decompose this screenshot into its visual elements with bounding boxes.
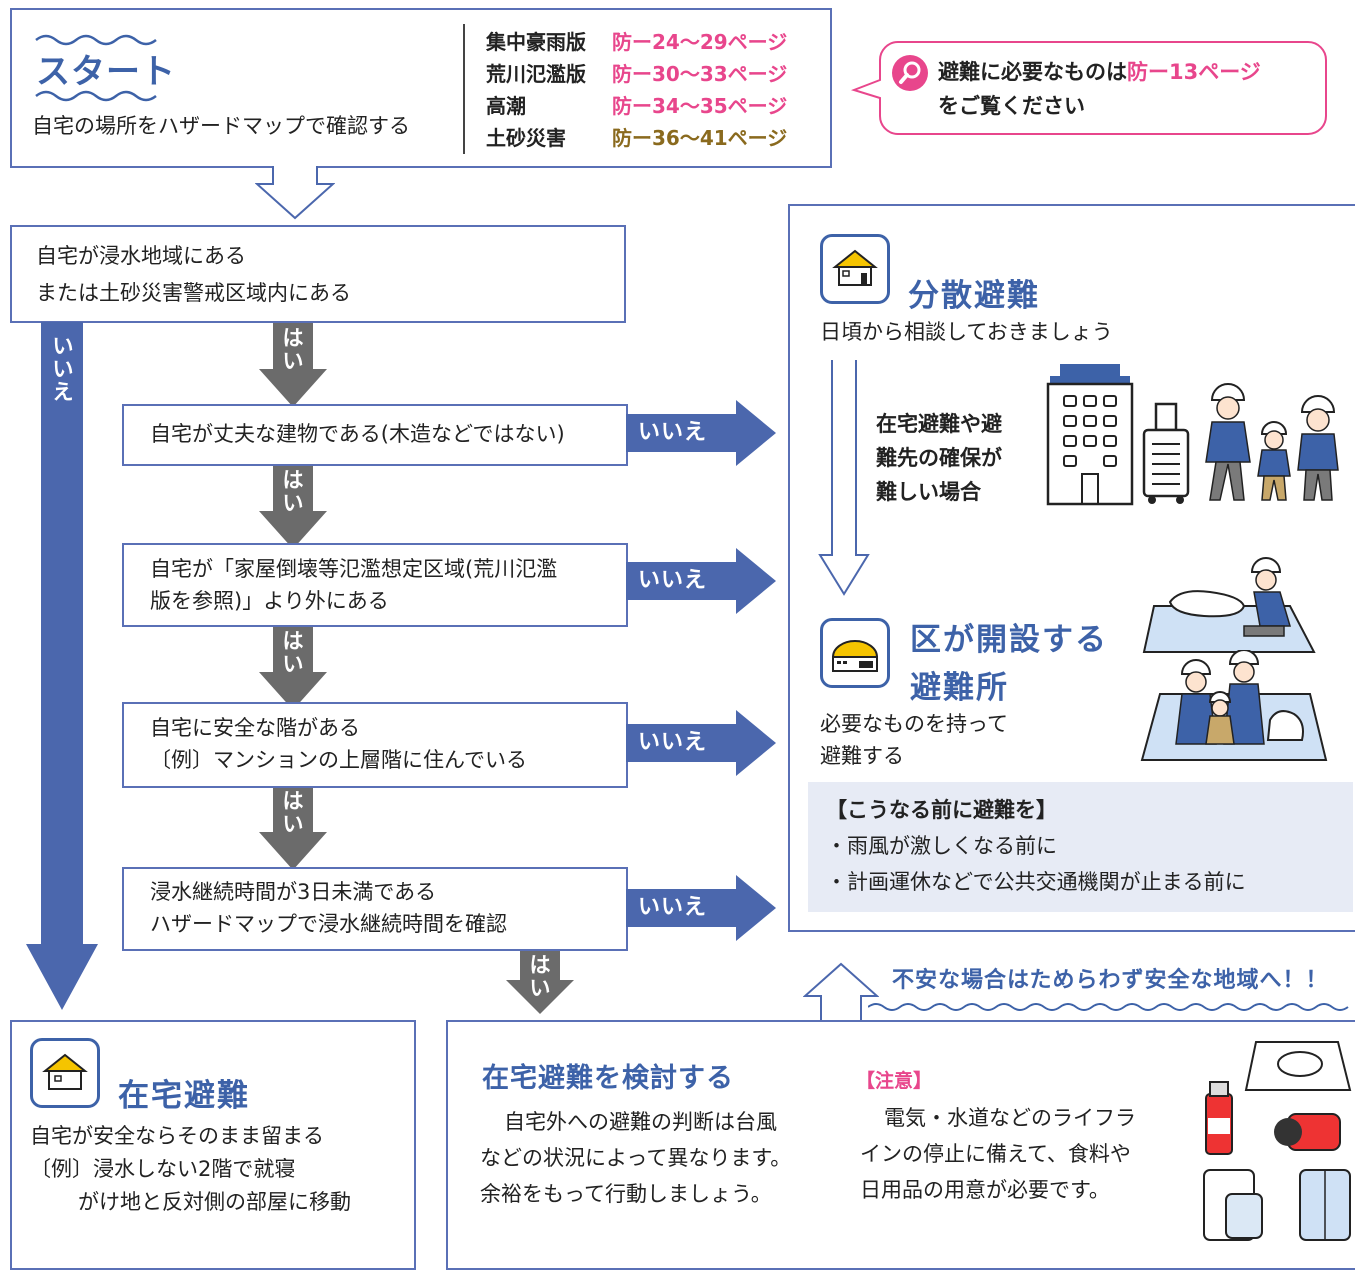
start-wave-decoration <box>35 34 157 102</box>
magnifier-icon <box>892 55 928 91</box>
ref-page-4[interactable]: 防ー36〜41ページ <box>612 126 788 150</box>
home-icon <box>42 1053 88 1090</box>
question-2-box <box>122 404 628 466</box>
yes-label-2: はい <box>282 468 304 515</box>
question-2-line1: 自宅が丈夫な建物である(木造などではない) <box>150 422 565 446</box>
up-arrow-to-dispersed <box>803 962 879 1022</box>
house-icon-box <box>820 234 890 304</box>
yes-arrow-4: はい <box>259 786 327 872</box>
dispersed-down-arrow <box>818 360 870 596</box>
question-1-line2: または土砂災害警戒区域内にある <box>36 281 351 305</box>
difficult-line3: 難しい場合 <box>876 480 981 504</box>
question-3-box <box>122 543 628 627</box>
caution-line3: 日用品の用意が必要です。 <box>860 1178 1110 1202</box>
yes-label-4: はい <box>282 789 304 836</box>
no-label-2: いいえ <box>638 420 708 445</box>
shelter-mat-illustration <box>1142 557 1316 653</box>
yes-label-5: はい <box>529 953 551 1000</box>
no-vertical-label: いいえ <box>50 335 76 404</box>
ref-name-2: 荒川氾濫版 <box>486 62 586 86</box>
before-evacuation-item2: ・計画運休などで公共交通機関が止まる前に <box>826 870 1246 894</box>
question-3-line1: 自宅が「家屋倒壊等氾濫想定区域(荒川氾濫 <box>150 557 558 581</box>
question-4-line2: 〔例〕マンションの上層階に住んでいる <box>150 748 527 772</box>
caution-line2: インの停止に備えて、食料や <box>860 1142 1131 1166</box>
family-illustration <box>1205 383 1339 501</box>
ref-name-3: 高潮 <box>486 94 526 118</box>
before-evacuation-title: 【こうなる前に避難を】 <box>826 798 1057 822</box>
question-5-line2: ハザードマップで浸水継続時間を確認 <box>150 912 507 936</box>
before-evacuation-box <box>808 782 1353 912</box>
home-evacuation-line1: 自宅が安全ならそのまま留まる <box>30 1124 324 1148</box>
shelter-text-line1: 必要なものを持って <box>820 712 1008 736</box>
question-5-box <box>122 867 628 951</box>
no-label-4: いいえ <box>638 730 708 755</box>
dispersed-title: 分散避難 <box>908 278 1040 314</box>
yes-arrow-2: はい <box>259 465 327 551</box>
yes-label-3: はい <box>282 629 304 676</box>
home-icon-box <box>30 1038 100 1108</box>
supplies-illustration <box>1203 1041 1352 1241</box>
home-evacuation-line3: がけ地と反対側の部屋に移動 <box>78 1190 351 1214</box>
callout-page-link[interactable]: 防ー13ページ <box>1127 60 1261 84</box>
home-evacuation-line2: 〔例〕浸水しない2階で就寝 <box>30 1157 296 1181</box>
no-long-arrow <box>26 322 98 1010</box>
callout-line1-text: 避難に必要なものは <box>938 60 1127 84</box>
no-arrow-2: いいえ <box>626 400 776 466</box>
consider-line2: などの状況によって異なります。 <box>480 1146 792 1170</box>
ref-name-4: 土砂災害 <box>486 126 566 150</box>
caution-line1: 電気・水道などのライフラ <box>884 1106 1136 1130</box>
home-evacuation-title: 在宅避難 <box>118 1078 250 1114</box>
ref-page-2[interactable]: 防ー30〜33ページ <box>612 62 788 86</box>
no-arrow-4: いいえ <box>626 710 776 776</box>
yes-arrow-5: はい <box>506 950 574 1036</box>
ref-name-1: 集中豪雨版 <box>486 30 586 54</box>
suitcase-illustration <box>1142 402 1190 504</box>
consider-line1: 自宅外への避難の判断は台風 <box>504 1110 777 1134</box>
no-label-3: いいえ <box>638 568 708 593</box>
start-text: 自宅の場所をハザードマップで確認する <box>32 114 410 138</box>
shelter-text-line2: 避難する <box>820 744 904 768</box>
shelter-title-line2: 避難所 <box>910 670 1009 706</box>
yes-arrow-3: はい <box>259 626 327 712</box>
difficult-line1: 在宅避難や避 <box>876 412 1002 436</box>
question-4-line1: 自宅に安全な階がある <box>150 716 360 740</box>
gymnasium-icon <box>831 640 879 672</box>
building-illustration <box>1046 364 1134 506</box>
question-3-line2: 版を参照)」より外にある <box>150 589 389 613</box>
no-arrow-3: いいえ <box>626 548 776 614</box>
start-box <box>10 8 832 168</box>
safe-area-banner: 不安な場合はためらわず安全な地域へ！！ <box>892 968 1329 993</box>
before-evacuation-item1: ・雨風が激しくなる前に <box>826 834 1057 858</box>
shelter-family-illustration <box>1140 650 1328 761</box>
no-vertical-text: いいえ <box>52 334 74 404</box>
caution-title: 【注意】 <box>856 1070 933 1092</box>
callout-line1: 避難に必要なものは防ー13ページ <box>938 56 1261 86</box>
start-down-arrow <box>255 166 335 220</box>
question-1-box <box>10 225 626 323</box>
question-5-line1: 浸水継続時間が3日未満である <box>150 880 437 904</box>
yes-arrow-1: はい <box>259 323 327 409</box>
banner-wave <box>868 1003 1349 1011</box>
shelter-icon-box <box>820 618 890 688</box>
start-title: スタート <box>36 52 176 92</box>
ref-page-3[interactable]: 防ー34〜35ページ <box>612 94 788 118</box>
question-4-box <box>122 702 628 788</box>
start-divider <box>463 24 465 154</box>
dispersed-subtitle: 日頃から相談しておきましょう <box>820 320 1113 344</box>
consider-title: 在宅避難を検討する <box>482 1063 734 1094</box>
difficult-line2: 難先の確保が <box>876 446 1002 470</box>
yes-label-1: はい <box>282 326 304 373</box>
question-1-line1: 自宅が浸水地域にある <box>36 244 246 268</box>
ref-page-1[interactable]: 防ー24〜29ページ <box>612 30 788 54</box>
no-label-5: いいえ <box>638 895 708 920</box>
no-arrow-5: いいえ <box>626 875 776 941</box>
callout-bubble <box>850 41 1327 135</box>
callout-line2: をご覧ください <box>938 94 1085 118</box>
shelter-title-line1: 区が開設する <box>910 622 1108 658</box>
house-icon <box>832 249 878 286</box>
consider-line3: 余裕をもって行動しましょう。 <box>480 1182 772 1206</box>
